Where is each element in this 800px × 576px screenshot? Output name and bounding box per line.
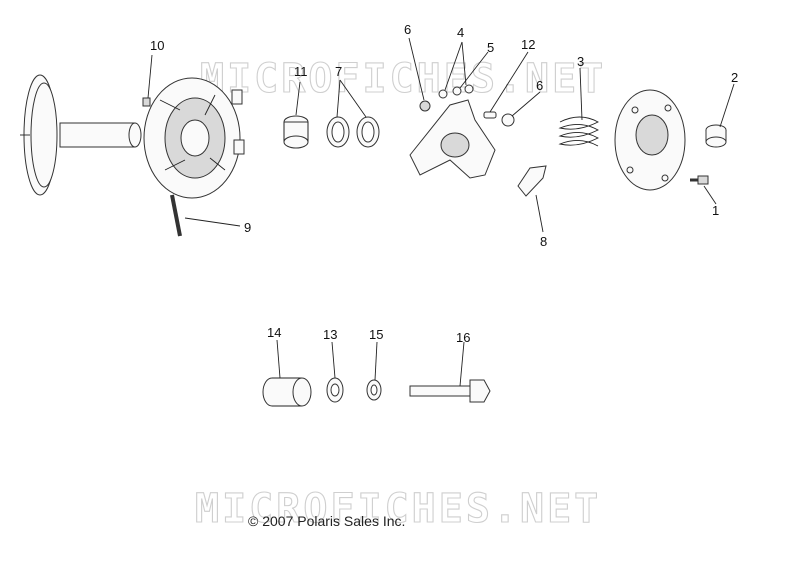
callout-14: 14 <box>267 325 281 340</box>
callout-1: 1 <box>712 203 719 218</box>
part-15-washer <box>366 379 382 401</box>
callout-6b: 6 <box>536 78 543 93</box>
callout-6a: 6 <box>404 22 411 37</box>
part-6-roller <box>501 113 515 127</box>
watermark-top: MICROFICHES.NET <box>200 56 606 102</box>
movable-sheave <box>143 77 245 199</box>
callout-3: 3 <box>577 54 584 69</box>
callout-10: 10 <box>150 38 164 53</box>
part-10-nut <box>142 97 151 107</box>
callout-11: 11 <box>294 64 308 79</box>
callout-9: 9 <box>244 220 251 235</box>
callout-15: 15 <box>369 327 383 342</box>
callout-8: 8 <box>540 234 547 249</box>
part-14-spacer <box>262 377 312 407</box>
part-13-washer <box>326 377 344 403</box>
callout-13: 13 <box>323 327 337 342</box>
spider-assembly <box>409 84 496 179</box>
cover <box>614 89 686 191</box>
leader-lines <box>147 37 735 387</box>
callout-16: 16 <box>456 330 470 345</box>
part-1-screw <box>690 175 709 185</box>
callout-4: 4 <box>457 25 464 40</box>
callout-5: 5 <box>487 40 494 55</box>
copyright-notice: © 2007 Polaris Sales Inc. <box>248 513 405 529</box>
part-12-pin <box>483 111 497 119</box>
part-16-bolt <box>409 379 491 403</box>
callout-2: 2 <box>731 70 738 85</box>
part-11-bushing <box>283 115 309 149</box>
part-9-pin <box>170 194 182 237</box>
stationary-sheave <box>20 74 142 196</box>
part-8-weight <box>517 165 547 197</box>
watermark-bottom: MICROFICHES.NET <box>195 486 601 532</box>
callout-12: 12 <box>521 37 535 52</box>
callout-labels: 10 11 7 6 4 5 12 6 3 2 1 8 9 14 13 15 16 <box>150 22 738 345</box>
callout-7: 7 <box>335 64 342 79</box>
part-3-spring <box>558 116 599 147</box>
part-7-seals <box>326 116 380 148</box>
part-2-bushing <box>705 124 727 148</box>
